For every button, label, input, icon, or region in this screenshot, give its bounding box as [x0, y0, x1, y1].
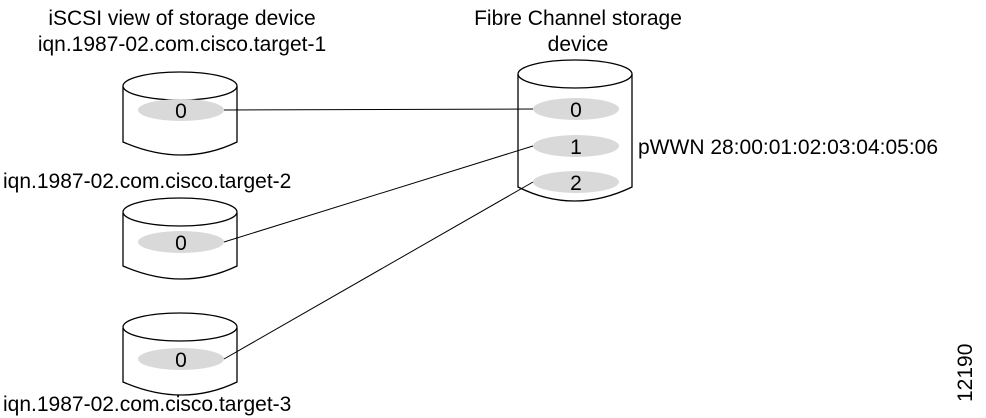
target-1-name: iqn.1987-02.com.cisco.target-1 — [38, 33, 326, 56]
fc-lun-2-label: 2 — [570, 172, 582, 195]
target-3-lun-label: 0 — [175, 349, 187, 372]
target-1-lun-oval — [138, 99, 224, 121]
fc-lun-0-label: 0 — [570, 99, 582, 122]
figure-id: 12190 — [954, 344, 977, 402]
target-2-name: iqn.1987-02.com.cisco.target-2 — [3, 170, 291, 193]
connector-target-1-to-lun-0 — [223, 108, 534, 111]
target-2-lun-label: 0 — [175, 232, 187, 255]
target-1-lun-label: 0 — [175, 100, 187, 123]
iscsi-view-title: iSCSI view of storage device — [48, 7, 315, 30]
fc-lun-2-oval — [533, 171, 619, 193]
fc-storage-device-disk: 0 1 2 — [517, 59, 633, 202]
iscsi-target-2-disk: 0 — [122, 197, 238, 280]
target-3-lun-oval — [138, 348, 224, 370]
target-3-name: iqn.1987-02.com.cisco.target-3 — [3, 393, 291, 416]
connector-target-2-to-lun-1 — [223, 145, 534, 243]
iscsi-target-3-disk: 0 — [122, 312, 238, 396]
pwwn-label: pWWN 28:00:01:02:03:04:05:06 — [638, 136, 938, 159]
fc-device-title-line1: Fibre Channel storage — [474, 7, 682, 30]
fc-lun-1-label: 1 — [570, 136, 582, 159]
target-2-lun-oval — [138, 231, 224, 253]
connector-target-3-to-lun-2 — [223, 181, 534, 360]
fc-lun-0-oval — [533, 98, 619, 120]
fc-lun-1-oval — [533, 135, 619, 157]
fc-device-title-line2: device — [548, 33, 609, 56]
iscsi-target-1-disk: 0 — [122, 71, 238, 156]
